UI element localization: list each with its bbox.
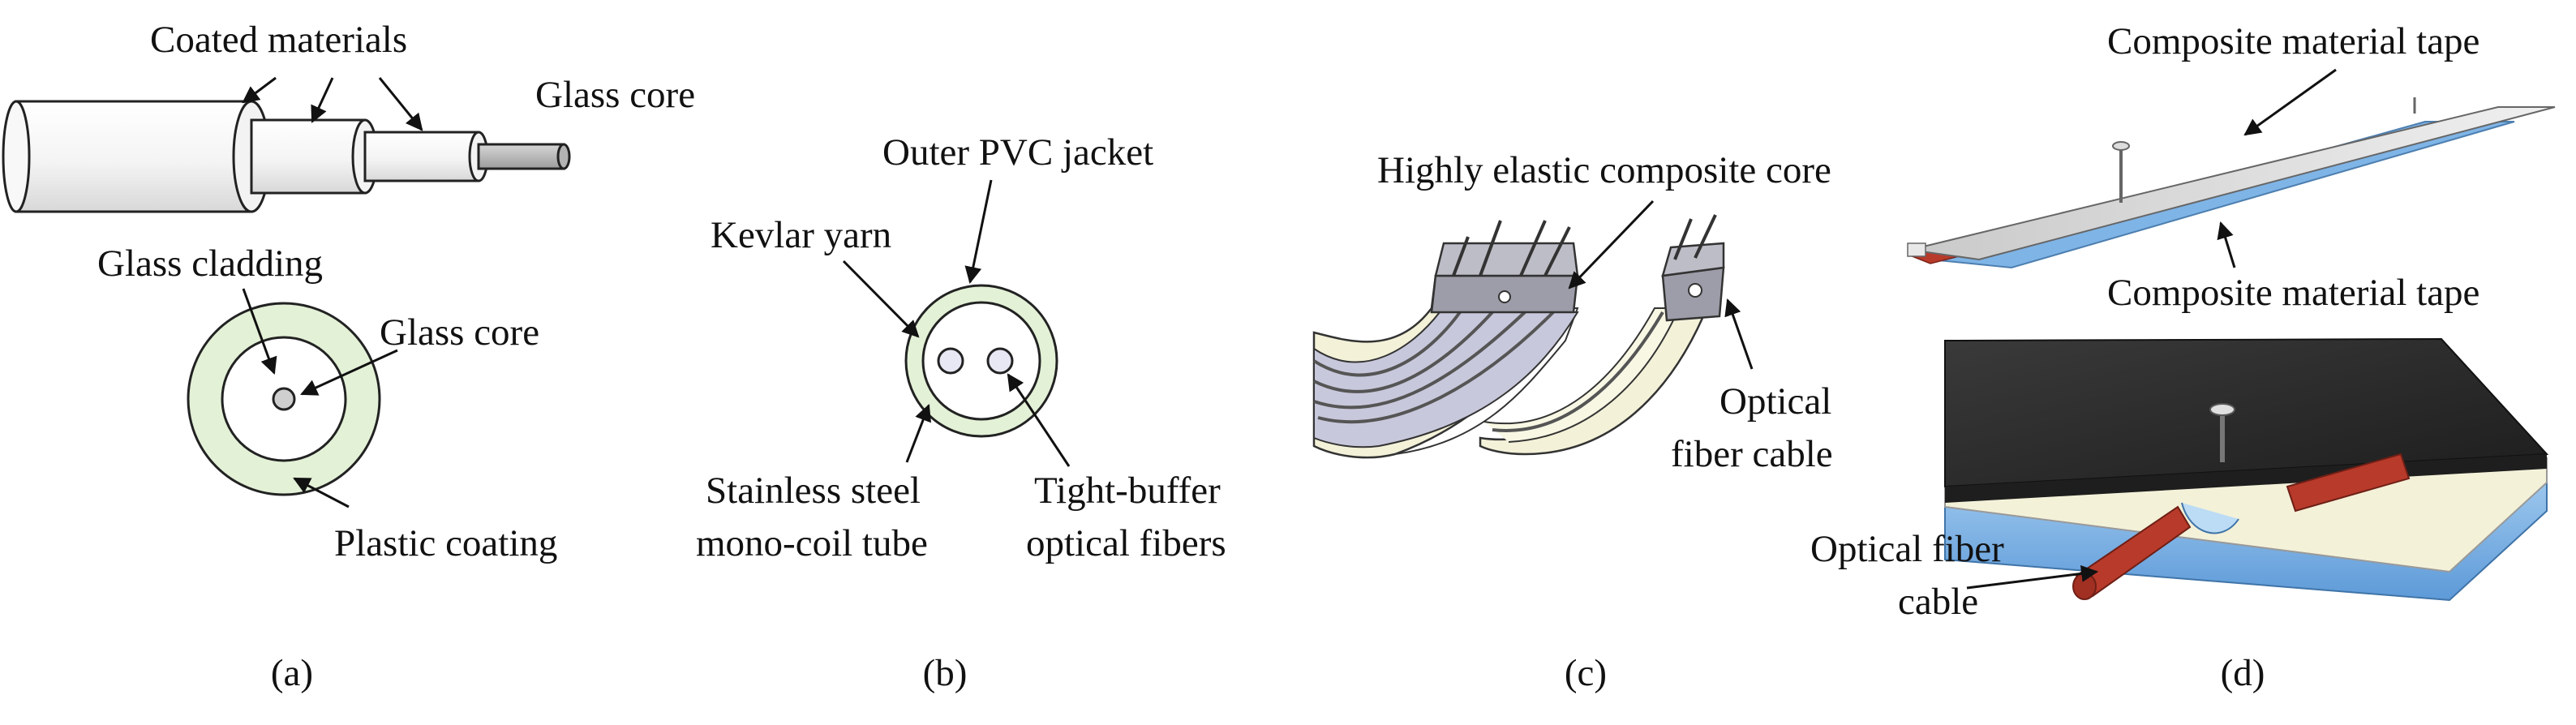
caption-a: (a)	[271, 652, 313, 694]
caption-c: (c)	[1565, 652, 1607, 694]
cable-side-view	[2, 100, 571, 213]
cable-cross-section	[904, 284, 1058, 438]
label-tape-bottom: Composite material tape	[2107, 272, 2479, 314]
plate-closeup	[1944, 337, 2549, 602]
label-outer-pvc-jacket: Outer PVC jacket	[882, 131, 1153, 174]
caption-d: (d)	[2221, 652, 2265, 694]
panel-d: Composite material tape Composite materi…	[1810, 20, 2556, 694]
label-optical-c-line1: Optical	[1719, 380, 1831, 423]
label-optical-c-line2: fiber cable	[1671, 433, 1833, 475]
label-glass-core-section: Glass core	[380, 311, 539, 354]
label-glass-core-top: Glass core	[535, 74, 695, 116]
label-tight-line1: Tight-buffer	[1034, 470, 1221, 512]
tape-strip-assembly	[1907, 97, 2556, 269]
label-tape-top: Composite material tape	[2107, 20, 2479, 62]
caption-b: (b)	[923, 652, 968, 694]
label-optical-d-line1: Optical fiber	[1810, 528, 2004, 570]
sensor-right	[1479, 214, 1725, 456]
label-kevlar-yarn: Kevlar yarn	[711, 214, 891, 256]
label-stainless-line2: mono-coil tube	[696, 522, 928, 564]
label-tight-line2: optical fibers	[1026, 522, 1226, 564]
label-stainless-line1: Stainless steel	[706, 470, 921, 512]
panel-a: Coated materials Glass core Glass claddi…	[2, 19, 695, 694]
panel-b: Outer PVC jacket Kevlar yarn Stainless s…	[696, 131, 1226, 694]
fiber-cross-section	[187, 302, 381, 496]
label-coated-materials: Coated materials	[150, 19, 407, 61]
label-optical-d-line2: cable	[1898, 581, 1978, 623]
label-glass-cladding: Glass cladding	[97, 242, 323, 285]
panel-c: Highly elastic composite core Optical fi…	[1312, 149, 1833, 694]
label-plastic-coating: Plastic coating	[334, 522, 557, 564]
label-elastic-core: Highly elastic composite core	[1377, 149, 1831, 191]
